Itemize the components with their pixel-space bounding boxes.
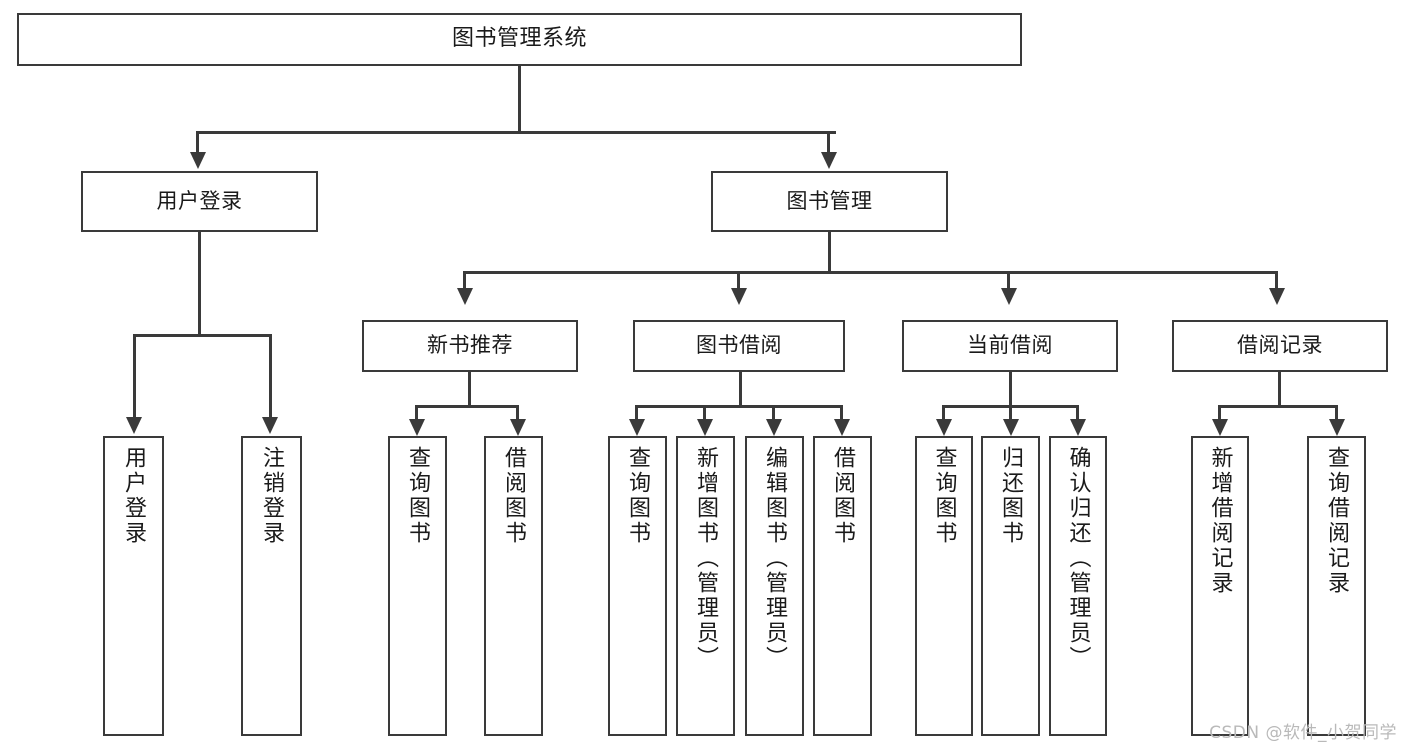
arrowhead-root-to-user-login [190, 152, 206, 169]
connector-bookborrow-leaf1 [635, 405, 638, 421]
arrowhead-currentborrow-leaf1 [936, 419, 952, 436]
leaf-query-book-borrow[interactable]: 查询图书 [608, 436, 667, 736]
arrowhead-currentborrow-leaf2 [1003, 419, 1019, 436]
arrowhead-borrowrecord-leaf1 [1212, 419, 1228, 436]
node-label: 图书管理 [786, 188, 873, 213]
connector-borrowrecord-leaf1 [1218, 405, 1221, 421]
arrowhead-user-login-leaf2 [262, 417, 278, 434]
node-label: 借阅图书 [830, 446, 856, 546]
node-label: 编辑图书（管理员） [762, 446, 788, 671]
node-current-borrow[interactable]: 当前借阅 [902, 320, 1118, 372]
leaf-borrow-book[interactable]: 借阅图书 [813, 436, 872, 736]
connector-bookborrow-leaf4 [840, 405, 843, 421]
connector-borrowrecord-bar [1218, 405, 1338, 408]
arrowhead-bookborrow-leaf2 [697, 419, 713, 436]
connector-user-login-stem [198, 232, 201, 336]
connector-root-bar [196, 131, 836, 134]
leaf-confirm-return-admin[interactable]: 确认归还（管理员） [1049, 436, 1107, 736]
arrowhead-root-to-book-management [821, 152, 837, 169]
connector-newbook-leaf1 [415, 405, 418, 421]
node-label: 查询图书 [931, 446, 957, 546]
connector-bm-to-new-book [463, 271, 466, 289]
arrowhead-newbook-leaf2 [510, 419, 526, 436]
connector-bookborrow-leaf3 [772, 405, 775, 421]
connector-borrowrecord-leaf2 [1335, 405, 1338, 421]
node-borrow-record[interactable]: 借阅记录 [1172, 320, 1388, 372]
connector-newbook-leaf2 [516, 405, 519, 421]
leaf-add-book-admin[interactable]: 新增图书（管理员） [676, 436, 735, 736]
node-label: 新增图书（管理员） [693, 446, 719, 671]
arrowhead-bookborrow-leaf4 [834, 419, 850, 436]
leaf-query-book-recommend[interactable]: 查询图书 [388, 436, 447, 736]
connector-user-login-leaf2 [269, 334, 272, 419]
node-label: 查询借阅记录 [1324, 446, 1350, 596]
node-label: 借阅图书 [501, 446, 527, 546]
leaf-borrow-book-recommend[interactable]: 借阅图书 [484, 436, 543, 736]
arrowhead-currentborrow-leaf3 [1070, 419, 1086, 436]
node-label: 新书推荐 [427, 333, 513, 358]
node-label: 注销登录 [259, 446, 285, 546]
connector-book-management-stem [828, 232, 831, 274]
connector-root-stem [518, 66, 521, 133]
connector-currentborrow-leaf3 [1076, 405, 1079, 421]
arrowhead-user-login-leaf1 [126, 417, 142, 434]
connector-user-login-bar [133, 334, 269, 337]
arrowhead-bm-to-book-borrow [731, 288, 747, 305]
node-label: 查询图书 [625, 446, 651, 546]
arrowhead-newbook-leaf1 [409, 419, 425, 436]
node-label: 用户登录 [156, 188, 243, 213]
connector-bm-to-book-borrow [737, 271, 740, 289]
connector-bm-to-borrow-record [1275, 271, 1278, 289]
connector-currentborrow-leaf2 [1009, 405, 1012, 421]
node-label: 借阅记录 [1237, 333, 1323, 358]
connector-newbook-stem [468, 372, 471, 408]
node-new-book-recommend[interactable]: 新书推荐 [362, 320, 578, 372]
leaf-edit-book-admin[interactable]: 编辑图书（管理员） [745, 436, 804, 736]
arrowhead-bm-to-current-borrow [1001, 288, 1017, 305]
arrowhead-bookborrow-leaf1 [629, 419, 645, 436]
connector-bookborrow-stem [739, 372, 742, 408]
connector-borrowrecord-stem [1278, 372, 1281, 408]
leaf-return-book[interactable]: 归还图书 [981, 436, 1040, 736]
connector-newbook-bar [415, 405, 519, 408]
node-book-borrow[interactable]: 图书借阅 [633, 320, 845, 372]
node-label: 查询图书 [405, 446, 431, 546]
connector-bookborrow-leaf2 [703, 405, 706, 421]
leaf-query-book-current[interactable]: 查询图书 [915, 436, 973, 736]
leaf-add-borrow-record[interactable]: 新增借阅记录 [1191, 436, 1249, 736]
connector-bm-to-current-borrow [1007, 271, 1010, 289]
connector-currentborrow-leaf1 [942, 405, 945, 421]
arrowhead-bm-to-borrow-record [1269, 288, 1285, 305]
leaf-user-login[interactable]: 用户登录 [103, 436, 164, 736]
connector-root-to-user-login [196, 131, 199, 153]
node-label: 确认归还（管理员） [1065, 446, 1091, 671]
node-label: 归还图书 [998, 446, 1024, 546]
node-book-management[interactable]: 图书管理 [711, 171, 948, 232]
connector-book-management-bar [463, 271, 1278, 274]
connector-user-login-leaf1 [133, 334, 136, 419]
arrowhead-bm-to-new-book [457, 288, 473, 305]
node-label: 当前借阅 [967, 333, 1053, 358]
watermark-text: CSDN @软件_小贺同学 [1209, 723, 1397, 743]
node-user-login[interactable]: 用户登录 [81, 171, 318, 232]
node-label: 用户登录 [121, 446, 147, 546]
node-root-book-management-system[interactable]: 图书管理系统 [17, 13, 1022, 66]
connector-root-to-book-management [827, 131, 830, 153]
arrowhead-borrowrecord-leaf2 [1329, 419, 1345, 436]
leaf-query-borrow-record[interactable]: 查询借阅记录 [1307, 436, 1366, 736]
node-label: 新增借阅记录 [1207, 446, 1233, 596]
arrowhead-bookborrow-leaf3 [766, 419, 782, 436]
connector-currentborrow-stem [1009, 372, 1012, 408]
leaf-logout[interactable]: 注销登录 [241, 436, 302, 736]
node-label: 图书借阅 [696, 333, 782, 358]
node-label: 图书管理系统 [451, 26, 587, 52]
connector-bookborrow-bar [635, 405, 843, 408]
